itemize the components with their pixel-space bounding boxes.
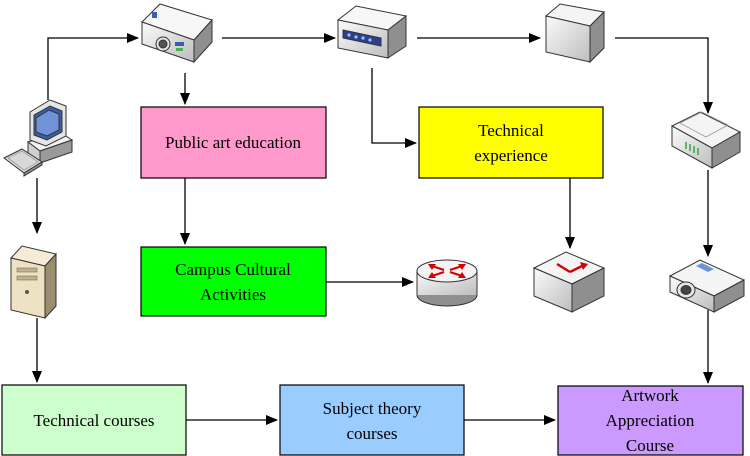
box-label: Course	[626, 436, 674, 455]
box-label: Activities	[200, 285, 266, 304]
box-public-art-education: Public art education	[140, 106, 327, 179]
video-projector-icon	[668, 259, 746, 313]
computer-icon	[3, 99, 74, 177]
arrow-tape-drive-to-technical-experience	[371, 68, 417, 148]
tape-drive-icon	[336, 5, 408, 59]
box-subject-theory-courses: Subject theory courses	[279, 384, 465, 456]
server-tower-icon	[10, 245, 57, 320]
connectors	[32, 33, 713, 425]
box-label: Technical courses	[33, 411, 154, 430]
box-label: Artwork	[621, 386, 679, 405]
box-label: experience	[474, 146, 548, 165]
router-icon	[416, 259, 478, 307]
box-campus-cultural-activities: Campus Cultural Activities	[140, 246, 327, 317]
arrow-computer-to-projector	[47, 33, 139, 100]
box-label: Campus Cultural	[175, 260, 291, 279]
arrow-block-to-modem	[615, 37, 713, 114]
box-artwork-appreciation-course: Artwork Appreciation Course	[557, 385, 744, 456]
box-label: courses	[347, 424, 398, 443]
switch-icon	[532, 251, 606, 313]
box-label: Appreciation	[606, 411, 695, 430]
box-label: Public art education	[165, 133, 301, 152]
box-technical-courses: Technical courses	[1, 384, 187, 456]
projector-icon	[141, 3, 213, 64]
box-technical-experience: Technical experience	[418, 106, 604, 179]
box-label: Subject theory	[323, 399, 422, 418]
gray-block-icon	[544, 3, 606, 64]
box-label: Technical	[478, 121, 544, 140]
modem-icon	[670, 111, 742, 169]
